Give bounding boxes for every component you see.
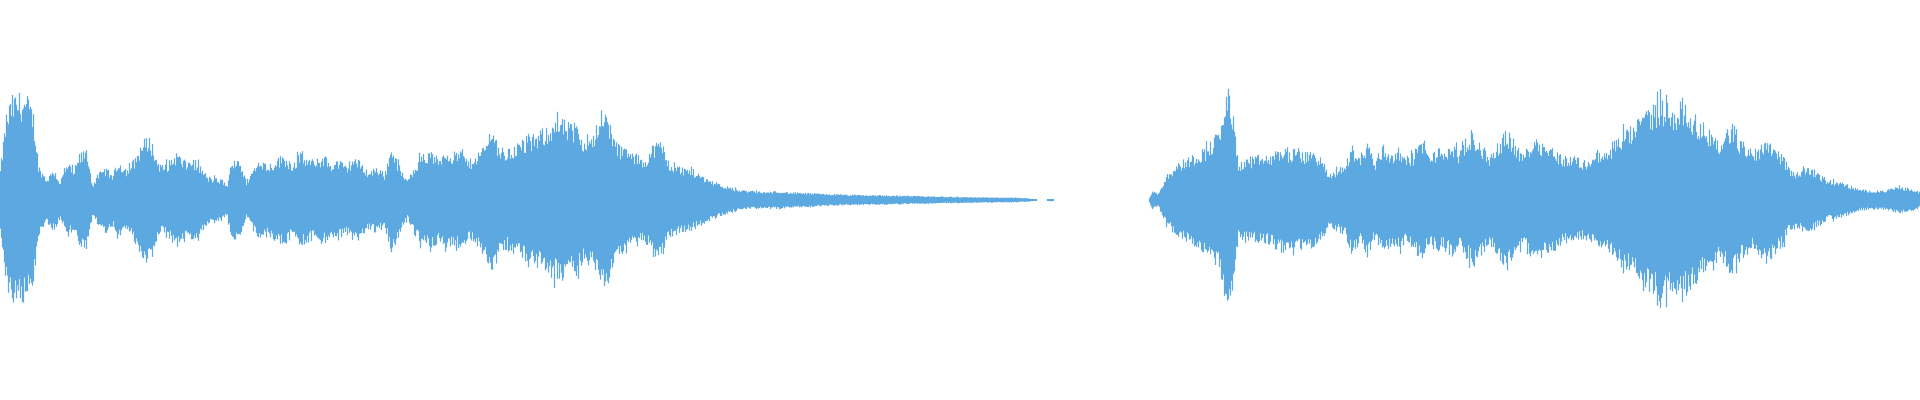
waveform-bars xyxy=(0,88,1920,308)
